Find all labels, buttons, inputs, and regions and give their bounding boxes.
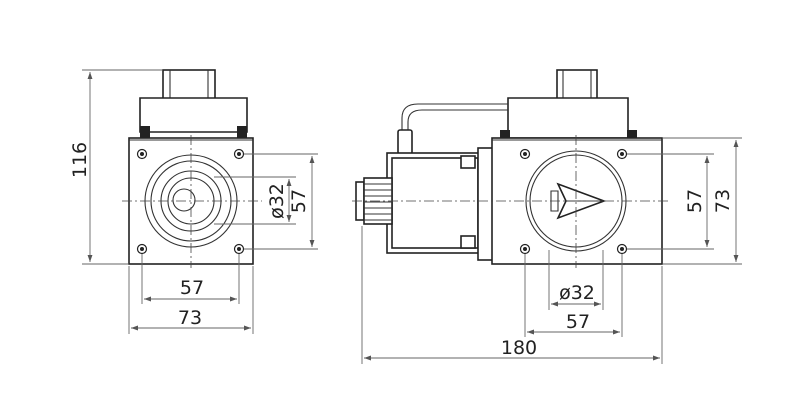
side-dim-bore-32: ø32 bbox=[559, 282, 595, 304]
side-view: 57 73 ø32 57 180 bbox=[352, 69, 742, 364]
side-dim-height-73: 73 bbox=[712, 189, 734, 213]
side-dim-overall-length-180: 180 bbox=[501, 337, 537, 359]
side-connector-base bbox=[507, 97, 629, 139]
dim-pitch-horizontal-57: 57 bbox=[180, 277, 204, 299]
connector-base bbox=[139, 97, 248, 133]
dim-pitch-vertical-57: 57 bbox=[288, 189, 310, 213]
front-view: 116 ø32 57 57 73 bbox=[69, 69, 318, 334]
cable bbox=[401, 103, 508, 152]
dim-height-116: 116 bbox=[69, 142, 91, 178]
dim-bore-32: ø32 bbox=[266, 183, 288, 219]
side-dim-pitch-horizontal-57: 57 bbox=[566, 311, 590, 333]
side-dim-pitch-vertical-57: 57 bbox=[684, 189, 706, 213]
connector-plug bbox=[162, 69, 216, 101]
dim-width-73: 73 bbox=[178, 307, 202, 329]
